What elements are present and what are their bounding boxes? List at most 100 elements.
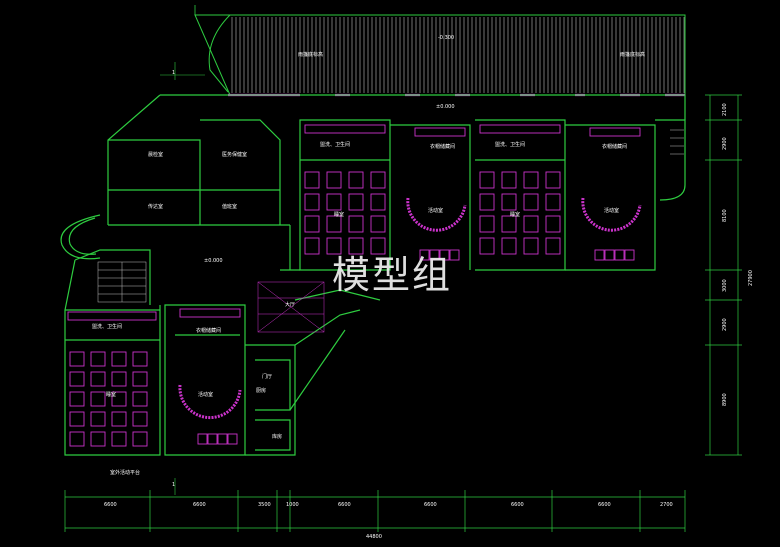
svg-text:2900: 2900 xyxy=(722,137,728,150)
bed xyxy=(501,215,517,233)
bed xyxy=(132,411,148,427)
svg-text:睡室: 睡室 xyxy=(510,211,520,218)
svg-text:室外活动平台: 室外活动平台 xyxy=(110,469,140,476)
counter xyxy=(479,124,561,134)
bed xyxy=(429,249,440,261)
bed xyxy=(132,431,148,447)
svg-text:医务保健室: 医务保健室 xyxy=(222,151,247,158)
bed xyxy=(523,171,539,189)
bed xyxy=(69,391,85,407)
svg-text:门厅: 门厅 xyxy=(262,373,272,380)
bed xyxy=(545,193,561,211)
bed xyxy=(304,171,320,189)
bed xyxy=(545,215,561,233)
svg-text:大厅: 大厅 xyxy=(285,301,295,308)
bed xyxy=(479,237,495,255)
right-dimension-labels: 2100 2900 8100 3000 2900 8900 27900 xyxy=(722,103,754,406)
svg-text:衣帽储藏间: 衣帽储藏间 xyxy=(196,327,221,334)
watermark: 模型组 xyxy=(332,253,452,297)
canopy-label-right: 雨篷底标高 xyxy=(620,51,645,58)
svg-text:衣帽储藏间: 衣帽储藏间 xyxy=(430,143,455,150)
svg-text:1: 1 xyxy=(172,70,175,76)
bed xyxy=(614,249,625,261)
bed xyxy=(69,411,85,427)
bed xyxy=(90,351,106,367)
stairs xyxy=(97,129,684,333)
counter xyxy=(589,127,641,137)
bed xyxy=(624,249,635,261)
bed xyxy=(111,391,127,407)
svg-text:2700: 2700 xyxy=(660,502,673,508)
canopy-elevation: -0.300 xyxy=(438,35,454,41)
bed xyxy=(501,193,517,211)
svg-text:44800: 44800 xyxy=(366,534,382,540)
bed xyxy=(545,237,561,255)
bed xyxy=(304,237,320,255)
bed xyxy=(523,237,539,255)
bed xyxy=(326,193,342,211)
bed xyxy=(326,171,342,189)
svg-text:衣帽储藏间: 衣帽储藏间 xyxy=(602,143,627,150)
axis-markers: 1 1 xyxy=(172,62,176,495)
svg-text:活动室: 活动室 xyxy=(604,207,619,214)
svg-text:1000: 1000 xyxy=(286,502,299,508)
svg-text:厨房: 厨房 xyxy=(256,387,266,394)
svg-text:6600: 6600 xyxy=(193,502,206,508)
bed xyxy=(111,431,127,447)
bed xyxy=(348,237,364,255)
bed xyxy=(523,215,539,233)
svg-text:27900: 27900 xyxy=(748,270,754,286)
bed xyxy=(207,433,218,445)
bed xyxy=(501,171,517,189)
counter xyxy=(304,124,386,134)
bed xyxy=(227,433,238,445)
svg-text:6600: 6600 xyxy=(424,502,437,508)
svg-text:盥洗、卫生间: 盥洗、卫生间 xyxy=(495,141,525,148)
bed xyxy=(90,371,106,387)
counter xyxy=(67,311,157,321)
svg-text:2100: 2100 xyxy=(722,103,728,116)
svg-text:3000: 3000 xyxy=(722,279,728,292)
bed xyxy=(501,237,517,255)
bed xyxy=(69,351,85,367)
bottom-dimension-labels: 6600 6600 3500 1000 6600 6600 6600 6600 … xyxy=(104,502,673,540)
room-labels: 晨检室 医务保健室 传达室 值班室 盥洗、卫生间 盥洗、卫生间 盥洗、卫生间 衣… xyxy=(92,104,627,476)
svg-text:活动室: 活动室 xyxy=(198,391,213,398)
svg-text:6600: 6600 xyxy=(511,502,524,508)
bed xyxy=(604,249,615,261)
svg-text:活动室: 活动室 xyxy=(428,207,443,214)
exterior-walls xyxy=(60,94,686,456)
svg-text:1: 1 xyxy=(172,482,175,488)
bed xyxy=(304,215,320,233)
bed xyxy=(111,371,127,387)
bed xyxy=(370,193,386,211)
bed xyxy=(111,351,127,367)
bed xyxy=(132,391,148,407)
bed xyxy=(449,249,460,261)
right-dimension-chain xyxy=(705,94,742,456)
svg-text:8900: 8900 xyxy=(722,393,728,406)
bed xyxy=(348,193,364,211)
svg-text:盥洗、卫生间: 盥洗、卫生间 xyxy=(320,141,350,148)
bed xyxy=(197,433,208,445)
bed xyxy=(132,371,148,387)
bed xyxy=(419,249,430,261)
svg-text:库房: 库房 xyxy=(272,433,282,440)
svg-text:6600: 6600 xyxy=(338,502,351,508)
svg-text:8100: 8100 xyxy=(722,209,728,222)
bed xyxy=(439,249,450,261)
bed xyxy=(348,171,364,189)
bed xyxy=(69,431,85,447)
bed xyxy=(479,171,495,189)
bed xyxy=(479,215,495,233)
bed xyxy=(326,237,342,255)
bed xyxy=(90,391,106,407)
svg-text:盥洗、卫生间: 盥洗、卫生间 xyxy=(92,323,122,330)
bed xyxy=(69,371,85,387)
counter xyxy=(179,308,241,318)
bed xyxy=(217,433,228,445)
bed xyxy=(370,237,386,255)
bed xyxy=(348,215,364,233)
svg-text:睡室: 睡室 xyxy=(334,211,344,218)
svg-text:值班室: 值班室 xyxy=(222,203,237,210)
